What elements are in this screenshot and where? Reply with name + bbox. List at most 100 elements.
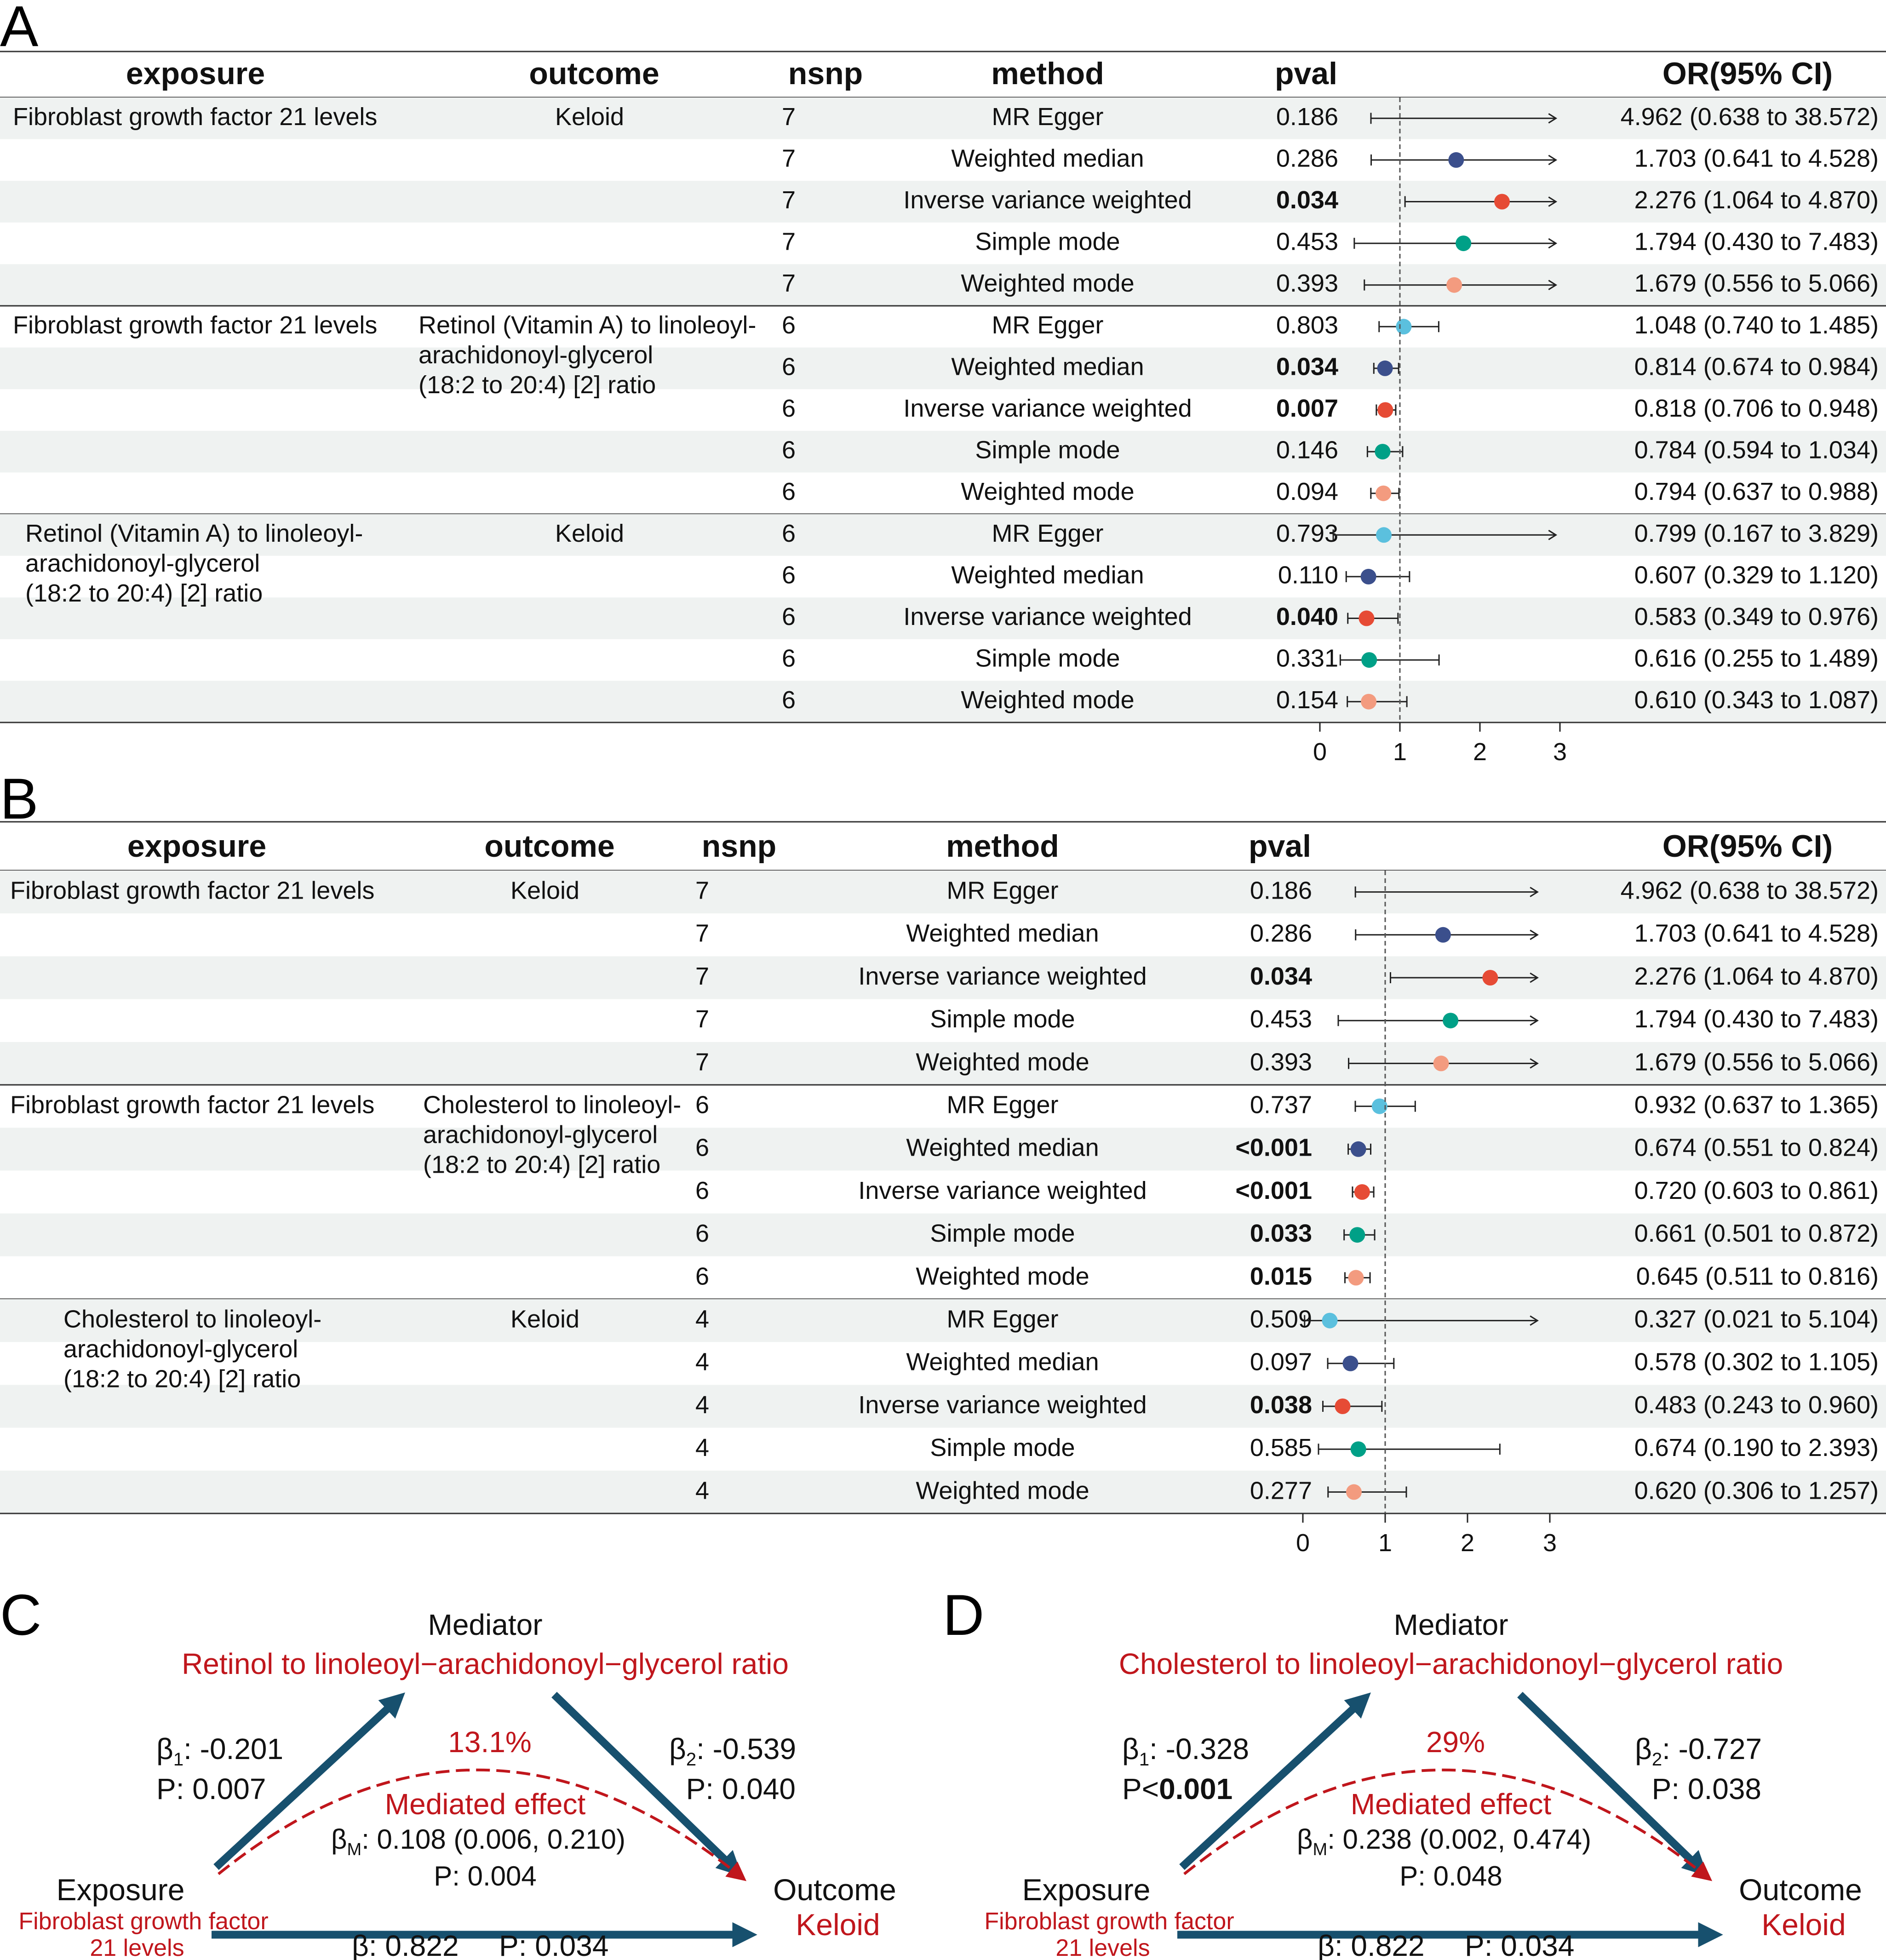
nsnp-cell: 7 <box>782 144 796 172</box>
pval-cell: 0.034 <box>1276 186 1338 214</box>
column-header-method: method <box>946 829 1059 864</box>
or-point <box>1342 1355 1359 1371</box>
total-p-label: P: 0.034 <box>1465 1929 1574 1960</box>
or-ci-cell: 0.583 (0.349 to 0.976) <box>1634 603 1879 630</box>
outcome-cell: Keloid <box>510 1306 579 1333</box>
method-cell: MR Egger <box>992 520 1103 547</box>
pval-cell: 0.038 <box>1250 1391 1312 1419</box>
exposure-cell: Cholesterol to linoleoyl- <box>63 1306 321 1333</box>
column-header-outcome: outcome <box>484 829 614 864</box>
method-cell: Inverse variance weighted <box>858 1391 1147 1419</box>
exposure-name-line2: 21 levels <box>90 1935 184 1960</box>
or-point <box>1435 927 1451 943</box>
method-cell: MR Egger <box>946 1306 1058 1333</box>
column-header-nsnp: nsnp <box>788 56 863 91</box>
ci-arrow-right <box>1530 929 1539 940</box>
beta2-label: β2: -0.539 <box>669 1732 796 1770</box>
ci-arrow-right <box>1548 113 1558 124</box>
beta1-part: : -0.328 <box>1149 1732 1249 1765</box>
nsnp-cell: 4 <box>695 1306 709 1333</box>
or-ci-cell: 0.674 (0.190 to 2.393) <box>1634 1434 1879 1461</box>
nsnp-cell: 7 <box>695 963 709 990</box>
pval-cell: 0.793 <box>1276 520 1338 547</box>
x-tick-label: 0 <box>1313 738 1327 766</box>
pval-cell: 0.186 <box>1276 103 1338 131</box>
nsnp-cell: 4 <box>695 1434 709 1461</box>
or-point <box>1335 1398 1351 1414</box>
beta-m-part: : 0.108 (0.006, 0.210) <box>361 1824 625 1855</box>
or-point <box>1322 1312 1338 1329</box>
method-cell: Weighted median <box>951 561 1144 589</box>
nsnp-cell: 6 <box>695 1262 709 1290</box>
ci-arrow-right <box>1530 1058 1539 1069</box>
method-cell: Weighted mode <box>961 686 1134 714</box>
or-ci-cell: 2.276 (1.064 to 4.870) <box>1634 186 1879 214</box>
or-point <box>1346 1484 1362 1500</box>
nsnp-cell: 6 <box>782 686 796 714</box>
exposure-cell: arachidonoyl-glycerol <box>63 1335 298 1363</box>
beta2-part: : -0.539 <box>696 1732 796 1765</box>
or-ci-cell: 1.794 (0.430 to 7.483) <box>1634 1005 1879 1033</box>
pval-cell: 0.040 <box>1276 603 1338 630</box>
mediated-percent: 29% <box>1426 1725 1485 1759</box>
exposure-cell: Fibroblast growth factor 21 levels <box>13 311 377 339</box>
or-ci-cell: 1.048 (0.740 to 1.485) <box>1634 311 1879 339</box>
p2-label: P: 0.040 <box>686 1772 796 1805</box>
ci-arrow-right <box>1530 887 1539 897</box>
or-ci-cell: 0.661 (0.501 to 0.872) <box>1634 1220 1879 1247</box>
x-tick-label: 3 <box>1553 738 1567 766</box>
pval-cell: 0.186 <box>1250 877 1312 905</box>
pval-cell: 0.585 <box>1250 1434 1312 1461</box>
p2-label: P: 0.038 <box>1652 1772 1761 1805</box>
or-ci-cell: 0.932 (0.637 to 1.365) <box>1634 1091 1879 1119</box>
pval-cell: 0.453 <box>1276 228 1338 256</box>
outcome-cell: arachidonoyl-glycerol <box>423 1121 658 1149</box>
or-point <box>1350 1141 1366 1157</box>
or-point <box>1376 485 1392 501</box>
row-stripe <box>0 430 1886 473</box>
exposure-cell: Retinol (Vitamin A) to linoleoyl- <box>25 520 363 547</box>
or-ci-cell: 0.799 (0.167 to 3.829) <box>1634 520 1879 547</box>
method-cell: Weighted median <box>906 920 1099 947</box>
beta2-part: β <box>669 1732 686 1765</box>
beta2-part: 2 <box>1652 1749 1662 1770</box>
ci-arrow-right <box>1548 155 1558 166</box>
p-m-label: P: 0.048 <box>1399 1861 1502 1891</box>
exposure-cell: Fibroblast growth factor 21 levels <box>10 1091 374 1119</box>
beta-m-part: β <box>331 1824 347 1855</box>
ci-arrow-right <box>1548 196 1558 207</box>
pval-cell: 0.509 <box>1250 1306 1312 1333</box>
column-header-nsnp: nsnp <box>702 829 776 864</box>
outcome-cell: Cholesterol to linoleoyl- <box>423 1091 681 1119</box>
or-ci-cell: 4.962 (0.638 to 38.572) <box>1621 103 1879 131</box>
exposure-name-line2: 21 levels <box>1055 1935 1150 1960</box>
x-tick-label: 2 <box>1461 1529 1474 1557</box>
exposure-to-mediator-arrow <box>213 1692 405 1870</box>
method-cell: Weighted median <box>906 1134 1099 1162</box>
or-point <box>1377 360 1393 376</box>
or-point <box>1361 652 1377 668</box>
nsnp-cell: 4 <box>695 1391 709 1419</box>
or-ci-cell: 0.818 (0.706 to 0.948) <box>1634 395 1879 422</box>
or-ci-cell: 0.794 (0.637 to 0.988) <box>1634 478 1879 505</box>
beta1-part: β <box>1122 1732 1139 1765</box>
method-cell: Weighted mode <box>916 1262 1089 1290</box>
beta2-part: 2 <box>686 1749 696 1770</box>
row-stripe <box>0 1128 1886 1171</box>
or-point <box>1360 568 1376 585</box>
row-stripe <box>0 871 1886 914</box>
outcome-cell: Keloid <box>510 877 579 905</box>
nsnp-cell: 6 <box>782 478 796 505</box>
total-beta-label: β: 0.822 <box>352 1929 459 1960</box>
outcome-cell: Keloid <box>555 520 624 547</box>
exposure-name-line1: Fibroblast growth factor <box>984 1908 1234 1935</box>
total-p-label: P: 0.034 <box>499 1929 608 1960</box>
beta1-part: : -0.201 <box>183 1732 283 1765</box>
or-ci-cell: 1.679 (0.556 to 5.066) <box>1634 269 1879 297</box>
row-stripe <box>0 264 1886 306</box>
or-point <box>1376 527 1392 543</box>
beta-m-part: M <box>347 1840 362 1859</box>
outcome-cell: (18:2 to 20:4) [2] ratio <box>418 371 656 399</box>
ci-arrow-right <box>1530 972 1539 983</box>
